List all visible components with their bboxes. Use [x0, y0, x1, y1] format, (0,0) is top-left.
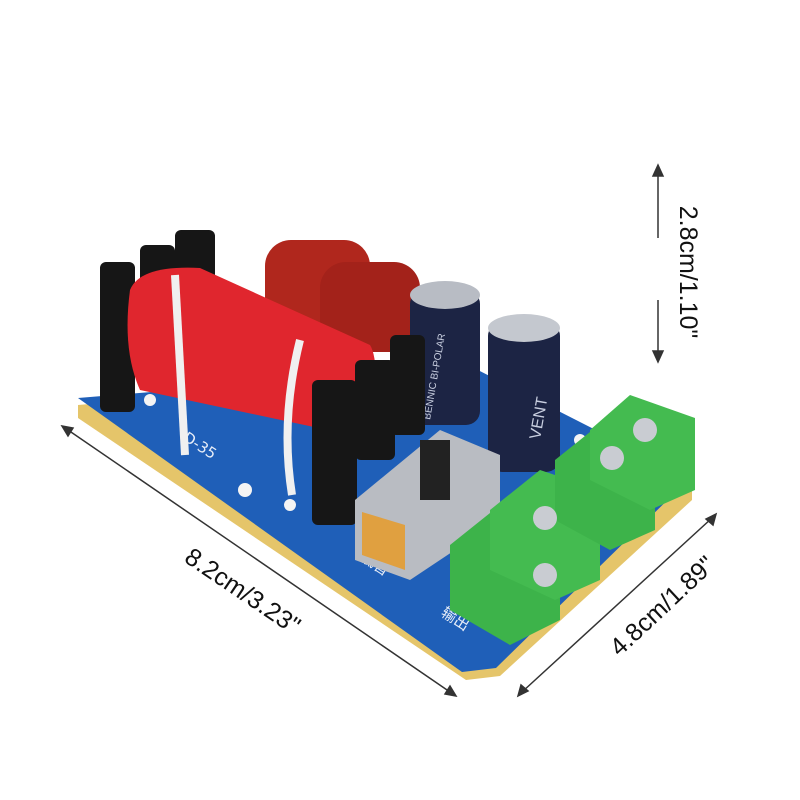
dimension-arrows: [60, 163, 718, 698]
inductor-coil: [100, 230, 425, 525]
electrolytic-capacitor-1: BENNIC BI-POLAR: [410, 281, 480, 425]
terminal-blocks: [450, 395, 695, 645]
width-dimension: 4.8cm/1.89": [605, 551, 721, 662]
height-dimension: 2.8cm/1.10": [674, 206, 702, 339]
electrolytic-capacitor-2: VENT: [488, 314, 560, 472]
film-capacitors: [265, 240, 420, 352]
